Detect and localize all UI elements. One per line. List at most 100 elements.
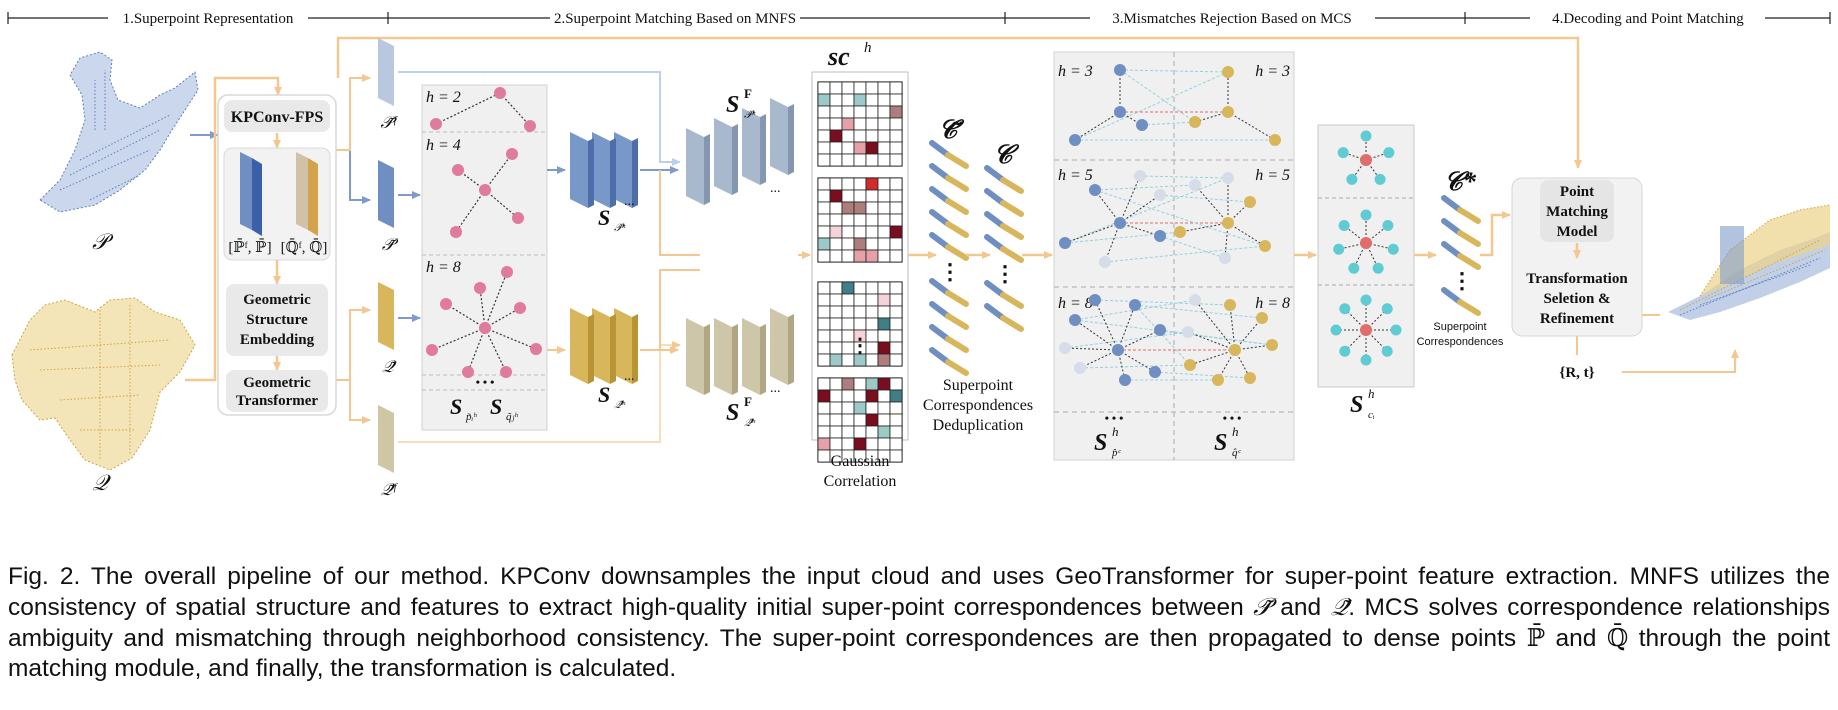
s-p-ellipsis: ... — [624, 194, 635, 209]
mcs-h3-right: h = 3 — [1255, 63, 1290, 80]
sc-label-sup: h — [864, 40, 872, 56]
mcs-node — [1154, 324, 1166, 336]
sc-node — [1330, 324, 1342, 336]
gaussian-line-2: Correlation — [824, 473, 897, 490]
corr-gold — [1000, 200, 1024, 217]
figure-caption: Fig. 2. The overall pipeline of our meth… — [8, 562, 1830, 684]
mcs-link — [1064, 331, 1189, 349]
mcs-node — [1182, 326, 1194, 338]
mcs-link — [1134, 304, 1263, 319]
sc-node — [1387, 243, 1399, 255]
s-p-label-sub: 𝒫̃ʰ — [614, 222, 626, 234]
matrix-cell — [853, 413, 867, 427]
corr-gold — [945, 313, 969, 330]
column-dots: ⋮ — [1451, 268, 1473, 293]
sc-node — [1381, 345, 1393, 357]
mcs-edge — [1104, 222, 1121, 263]
sc-node — [1338, 220, 1350, 232]
matrix-cell — [877, 93, 891, 107]
matrix-cell — [829, 353, 843, 367]
matrix-cell — [877, 117, 891, 131]
matrix-cell — [817, 81, 831, 95]
sc-node — [1390, 324, 1402, 336]
mcs-link — [1154, 371, 1251, 379]
matrix-cell — [877, 377, 891, 391]
matrix-cell — [829, 437, 843, 451]
matrix-cell — [817, 449, 831, 463]
mnfs-graph-h2 — [430, 87, 536, 132]
mcs-edge — [1074, 319, 1119, 351]
p-feat-label: 𝒫̃ᶠ — [380, 113, 398, 132]
mcs-node — [1069, 134, 1081, 146]
matrix-cell — [865, 225, 879, 239]
sc-node — [1372, 262, 1384, 274]
c-tilde-label: 𝒞̃ — [939, 115, 965, 144]
corr-gold — [945, 359, 969, 376]
matrix-cell — [829, 177, 843, 191]
pipeline-diagram: 1.Superpoint Representation 2.Superpoint… — [7, 11, 1831, 499]
matrix-cell — [865, 389, 879, 403]
matrix-cell — [817, 305, 831, 319]
mcs-node — [1259, 240, 1271, 252]
mcs-s-left-sup: h — [1112, 424, 1119, 439]
matrix-cell — [853, 213, 867, 227]
mcs-link — [1159, 235, 1226, 259]
corr-blue — [984, 303, 1006, 321]
corr-gold — [1457, 253, 1481, 270]
matrix-cell — [877, 305, 891, 319]
mnfs-s-p-sub: p̃ᵢʰ — [465, 411, 477, 423]
matrix-cell — [853, 401, 867, 415]
mcs-link — [1141, 121, 1196, 126]
sc-node — [1360, 354, 1372, 366]
q-out-arrow — [336, 306, 371, 381]
s-p-blocks — [570, 132, 638, 208]
matrix-cell — [877, 177, 891, 191]
matrix-cell — [877, 401, 891, 415]
geo-transformer-line-2: Transformer — [236, 393, 319, 409]
geo-transformer-box — [226, 370, 328, 412]
matrix-cell — [841, 281, 855, 295]
sf-q-blocks — [686, 308, 794, 395]
matrix-cell — [889, 141, 903, 155]
matrix-cell — [829, 129, 843, 143]
mcs-edge — [1229, 304, 1236, 351]
sf-p-ellipsis: ... — [770, 181, 781, 196]
mnfs-s-q-sub: q̃ⱼʰ — [506, 411, 518, 423]
matrix-cell — [841, 401, 855, 415]
matrix-cell — [865, 129, 879, 143]
corr-gold — [1000, 223, 1024, 240]
matrix-cell — [817, 129, 831, 143]
corr-blue — [1441, 287, 1463, 305]
qf-out-arrow — [336, 379, 371, 424]
rt-label: {R, t} — [1559, 365, 1594, 381]
mcs-h5-right: h = 5 — [1255, 167, 1290, 184]
matrix-cell — [865, 293, 879, 307]
matrix-cell — [877, 189, 891, 203]
matrix-cell — [877, 225, 891, 239]
matrix-cell — [877, 317, 891, 331]
s-q-label-sub: 𝒬̃ʰ — [614, 399, 626, 411]
c-star-column: ⋮ — [1441, 195, 1481, 316]
c-column: ⋮ — [984, 165, 1024, 332]
corr-gold — [945, 336, 969, 353]
corr-blue — [984, 165, 1006, 183]
mcs-node — [1099, 256, 1111, 268]
sc-node — [1383, 147, 1395, 159]
matrix-cell — [889, 401, 903, 415]
matrix-cell — [853, 189, 867, 203]
mcs-link — [1119, 69, 1229, 73]
point-matching-box — [1540, 180, 1614, 242]
mcs-node — [1119, 374, 1131, 386]
mcs-edge — [1227, 222, 1266, 247]
matrix-cell — [829, 401, 843, 415]
mcs-link — [1074, 71, 1229, 141]
corr-gold — [1457, 299, 1481, 316]
mcs-link — [1104, 245, 1266, 263]
mnfs-s-p: S — [450, 394, 462, 419]
sc-label: sc — [827, 42, 850, 71]
superpoint-corr-line-2: Correspondences — [1417, 336, 1504, 348]
matrix-cell — [841, 129, 855, 143]
mcs-h8-right: h = 8 — [1255, 295, 1290, 312]
matrix-cell — [865, 437, 879, 451]
matrix-cell — [817, 425, 831, 439]
